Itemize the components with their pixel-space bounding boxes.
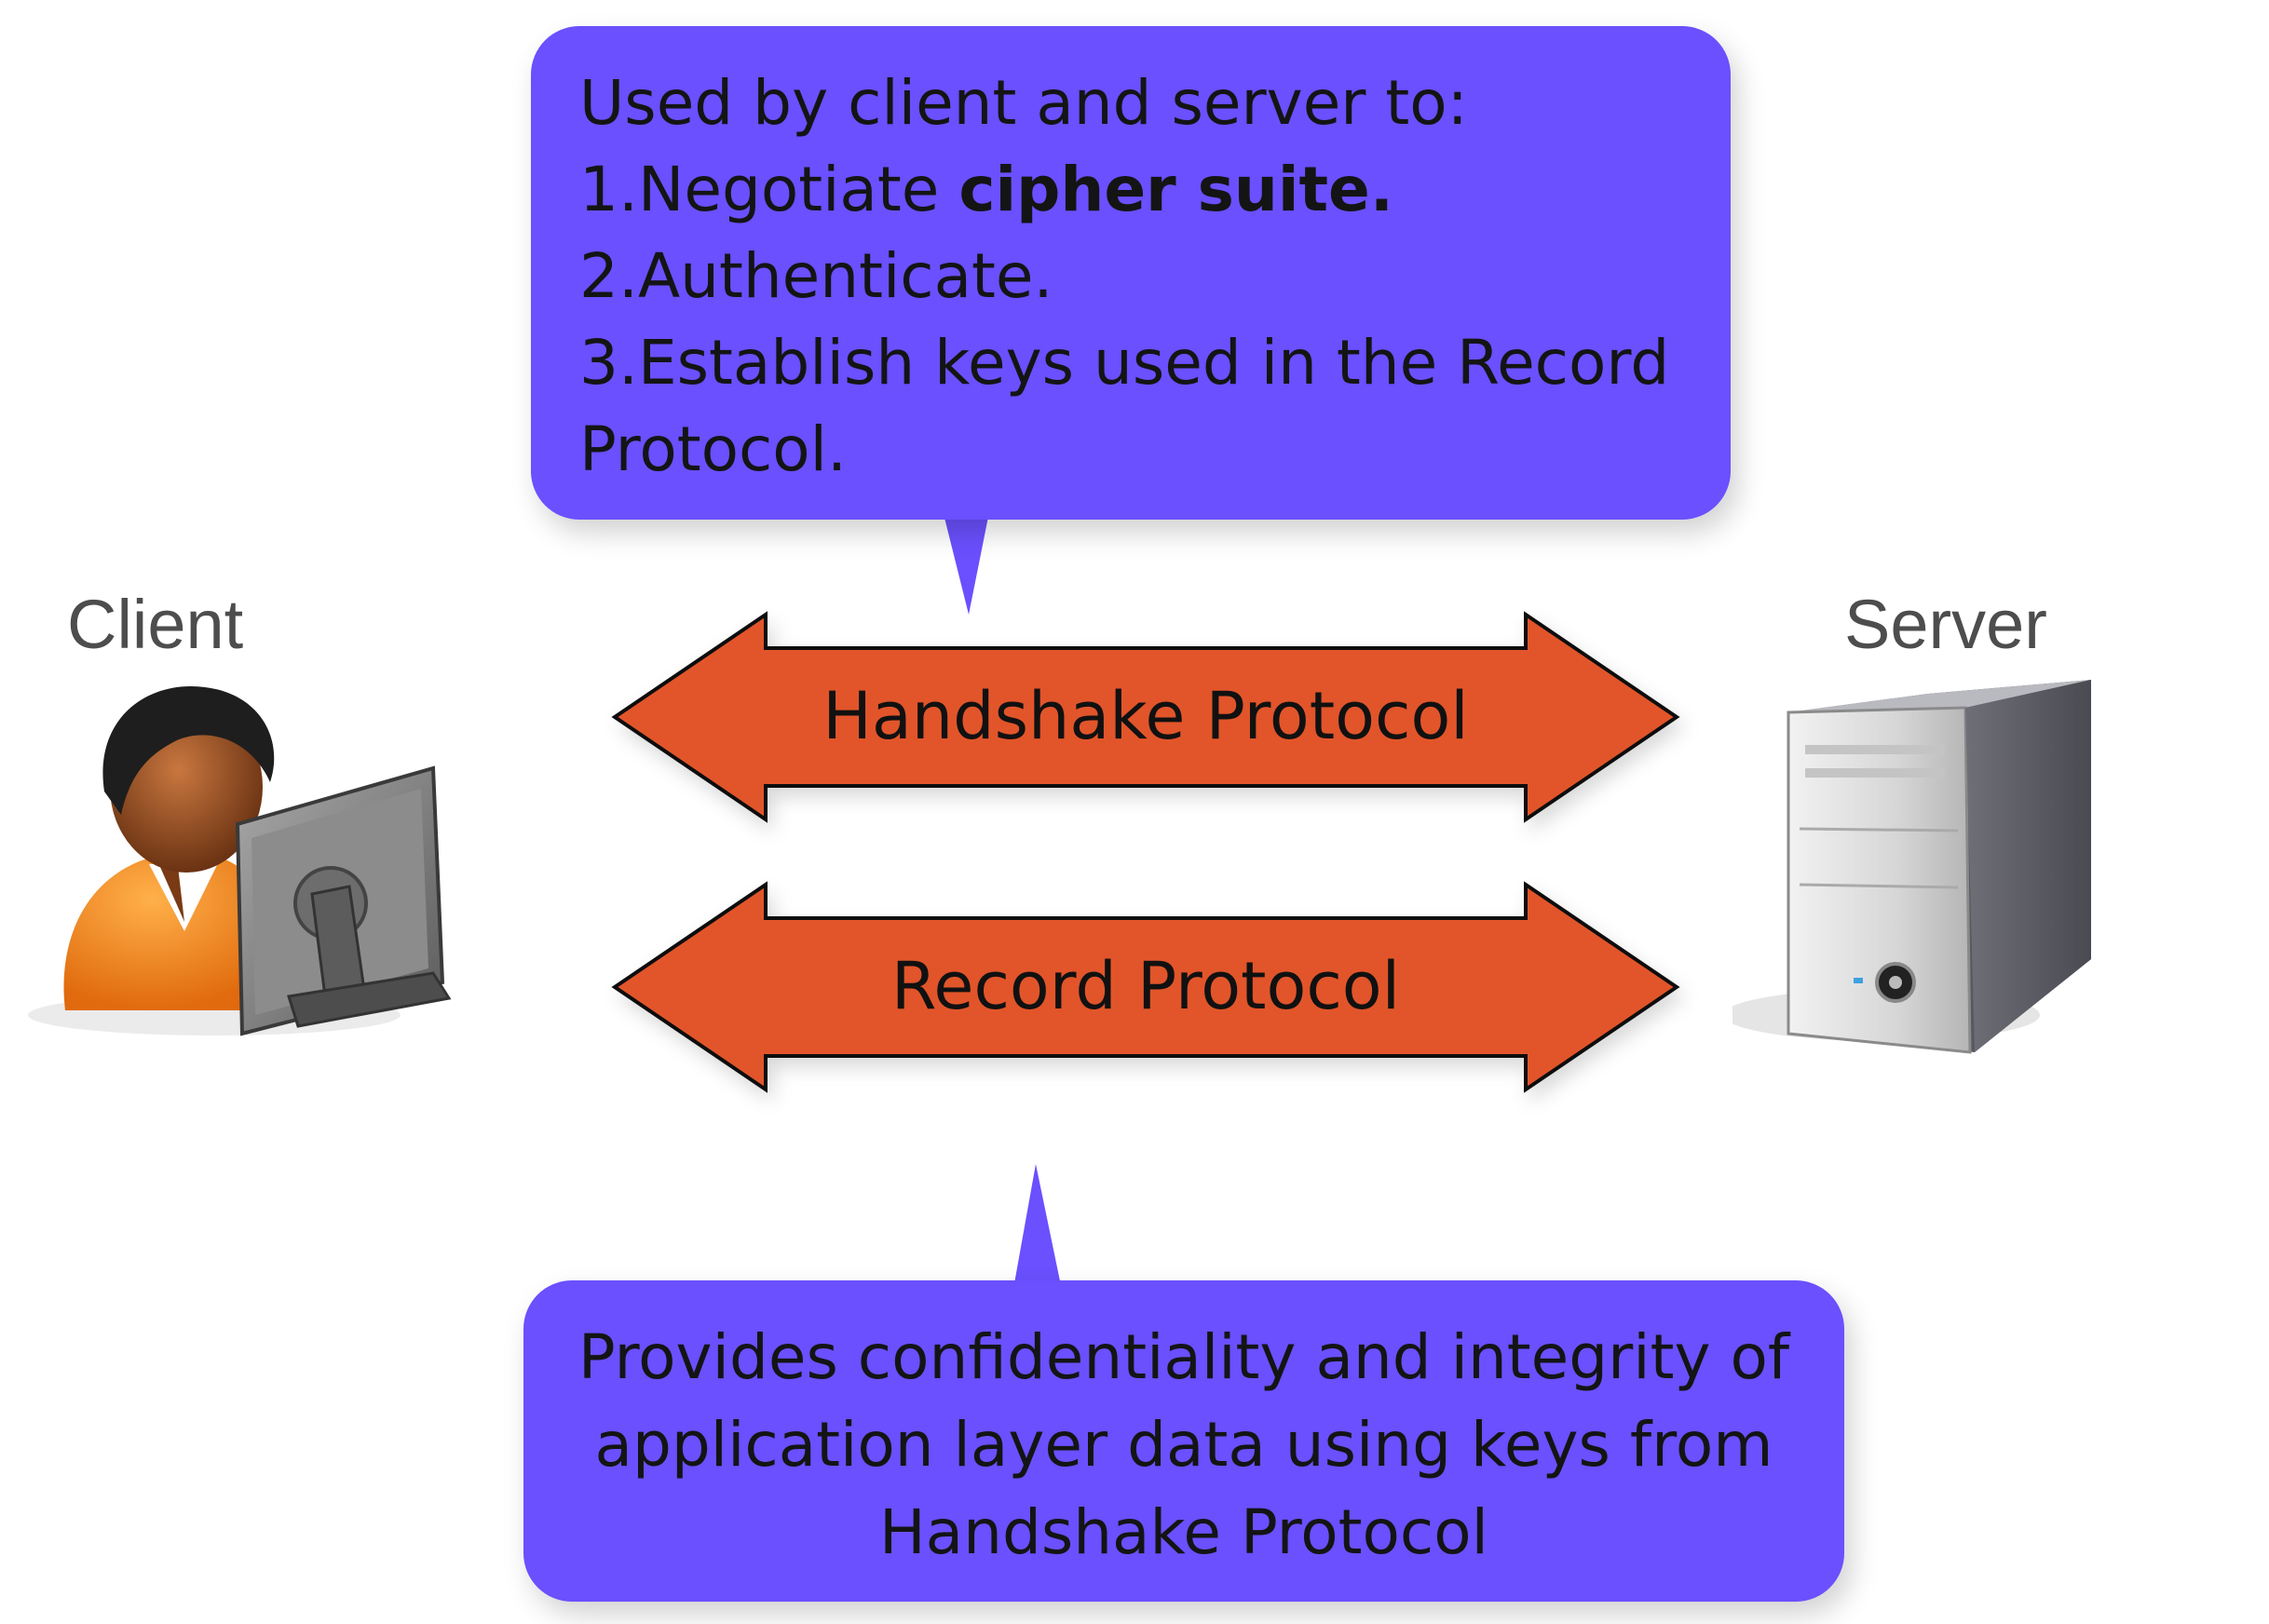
bottom-line-1: Provides confidentiality and integrity o… xyxy=(577,1321,1790,1393)
client-label: Client xyxy=(67,586,244,663)
record-description-bubble: Provides confidentiality and integrity o… xyxy=(523,1280,1844,1602)
bubble-item-3: 3.Establish keys used in the Record xyxy=(579,327,1670,399)
handshake-protocol-arrow xyxy=(611,611,1680,823)
bottom-line-2: application layer data using keys from xyxy=(594,1409,1773,1481)
server-label: Server xyxy=(1844,586,2047,663)
bubble-intro: Used by client and server to: xyxy=(579,67,1468,139)
bubble-item-1: 1.Negotiate cipher suite. xyxy=(579,154,1393,225)
cipher-suite-text: cipher suite. xyxy=(958,154,1393,225)
record-protocol-label: Record Protocol xyxy=(890,948,1401,1024)
handshake-protocol-label: Handshake Protocol xyxy=(822,678,1469,754)
user-at-computer-icon xyxy=(28,685,452,1036)
bubble-item-2: 2.Authenticate. xyxy=(579,240,1053,312)
bubble-item-3-cont: Protocol. xyxy=(579,413,847,485)
bottom-line-3: Handshake Protocol xyxy=(879,1496,1488,1568)
handshake-description-bubble: Used by client and server to: 1.Negotiat… xyxy=(531,26,1731,520)
record-protocol-arrow xyxy=(611,881,1680,1093)
server-tower-icon xyxy=(1732,680,2091,1054)
